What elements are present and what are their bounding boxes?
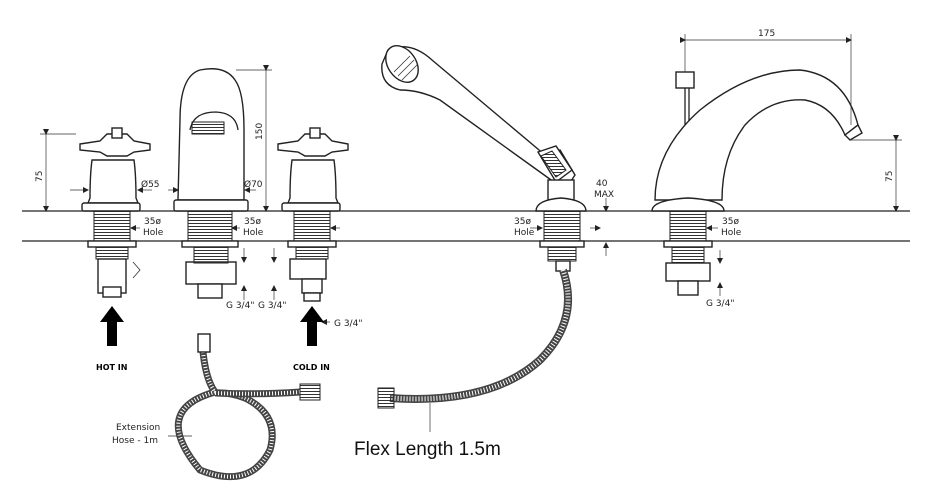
thread-callout-3: G 3/4" xyxy=(321,319,362,329)
thread-callout-1: G 3/4" xyxy=(226,248,254,311)
svg-text:G 3/4": G 3/4" xyxy=(706,299,734,309)
hole-callout-shower: 35ø Hole xyxy=(514,217,543,238)
svg-text:G 3/4": G 3/4" xyxy=(226,301,254,311)
bath-spout xyxy=(173,68,249,299)
dim-dia-55: Ø55 xyxy=(70,179,160,193)
extension-hose-label-line2: Hose - 1m xyxy=(112,436,158,446)
hole-callout-2: 35ø Hole xyxy=(231,217,264,238)
dim-dia-70-text: Ø70 xyxy=(244,179,263,190)
svg-text:35ø: 35ø xyxy=(244,217,261,227)
dim-dia-70: Ø70 xyxy=(168,179,263,193)
thread-callout-4: G 3/4" xyxy=(706,250,734,309)
svg-text:35ø: 35ø xyxy=(722,217,739,227)
svg-text:Hole: Hole xyxy=(243,228,264,238)
hole-callout-4: 35ø Hole xyxy=(706,217,742,238)
svg-text:Hole: Hole xyxy=(721,228,742,238)
shower-handset xyxy=(381,45,587,212)
svg-text:Hole: Hole xyxy=(514,228,535,238)
svg-text:G 3/4": G 3/4" xyxy=(258,301,286,311)
extension-hose-label-line1: Extension xyxy=(116,423,160,433)
dim-75-left: 75 xyxy=(35,129,76,212)
deck-surface-lines xyxy=(22,210,910,242)
hot-tap xyxy=(79,127,151,298)
flex-length-label: Flex Length 1.5m xyxy=(354,439,501,460)
shower-flex-hose xyxy=(377,268,573,432)
shower-under-deck xyxy=(539,210,585,272)
cold-tap xyxy=(277,127,349,302)
dim-dia-55-text: Ø55 xyxy=(141,179,160,190)
dim-150-text: 150 xyxy=(255,123,265,140)
dim-75-right: 75 xyxy=(850,135,902,212)
dim-75-left-text: 75 xyxy=(35,171,45,182)
svg-text:35ø: 35ø xyxy=(144,217,161,227)
spout-right xyxy=(651,69,863,296)
dim-40-max: 40 MAX xyxy=(590,179,614,256)
dim-175-text: 175 xyxy=(758,29,775,39)
cold-in-arrow-icon xyxy=(300,306,324,346)
hot-in-label: HOT IN xyxy=(96,363,127,372)
cold-in-label: COLD IN xyxy=(293,363,330,372)
dim-75-right-text: 75 xyxy=(885,171,895,182)
dim-175: 175 xyxy=(680,29,852,125)
thread-callout-2: G 3/4" xyxy=(258,248,286,311)
svg-text:35ø: 35ø xyxy=(514,217,531,227)
dim-max-text: MAX xyxy=(594,190,614,200)
dim-150: 150 xyxy=(236,65,272,212)
dim-40-text: 40 xyxy=(596,179,608,189)
hole-callout-1: 35ø Hole xyxy=(130,217,164,238)
svg-text:G 3/4": G 3/4" xyxy=(334,319,362,329)
extension-hose xyxy=(168,333,321,481)
svg-text:Hole: Hole xyxy=(143,228,164,238)
hot-in-arrow-icon xyxy=(100,306,124,346)
